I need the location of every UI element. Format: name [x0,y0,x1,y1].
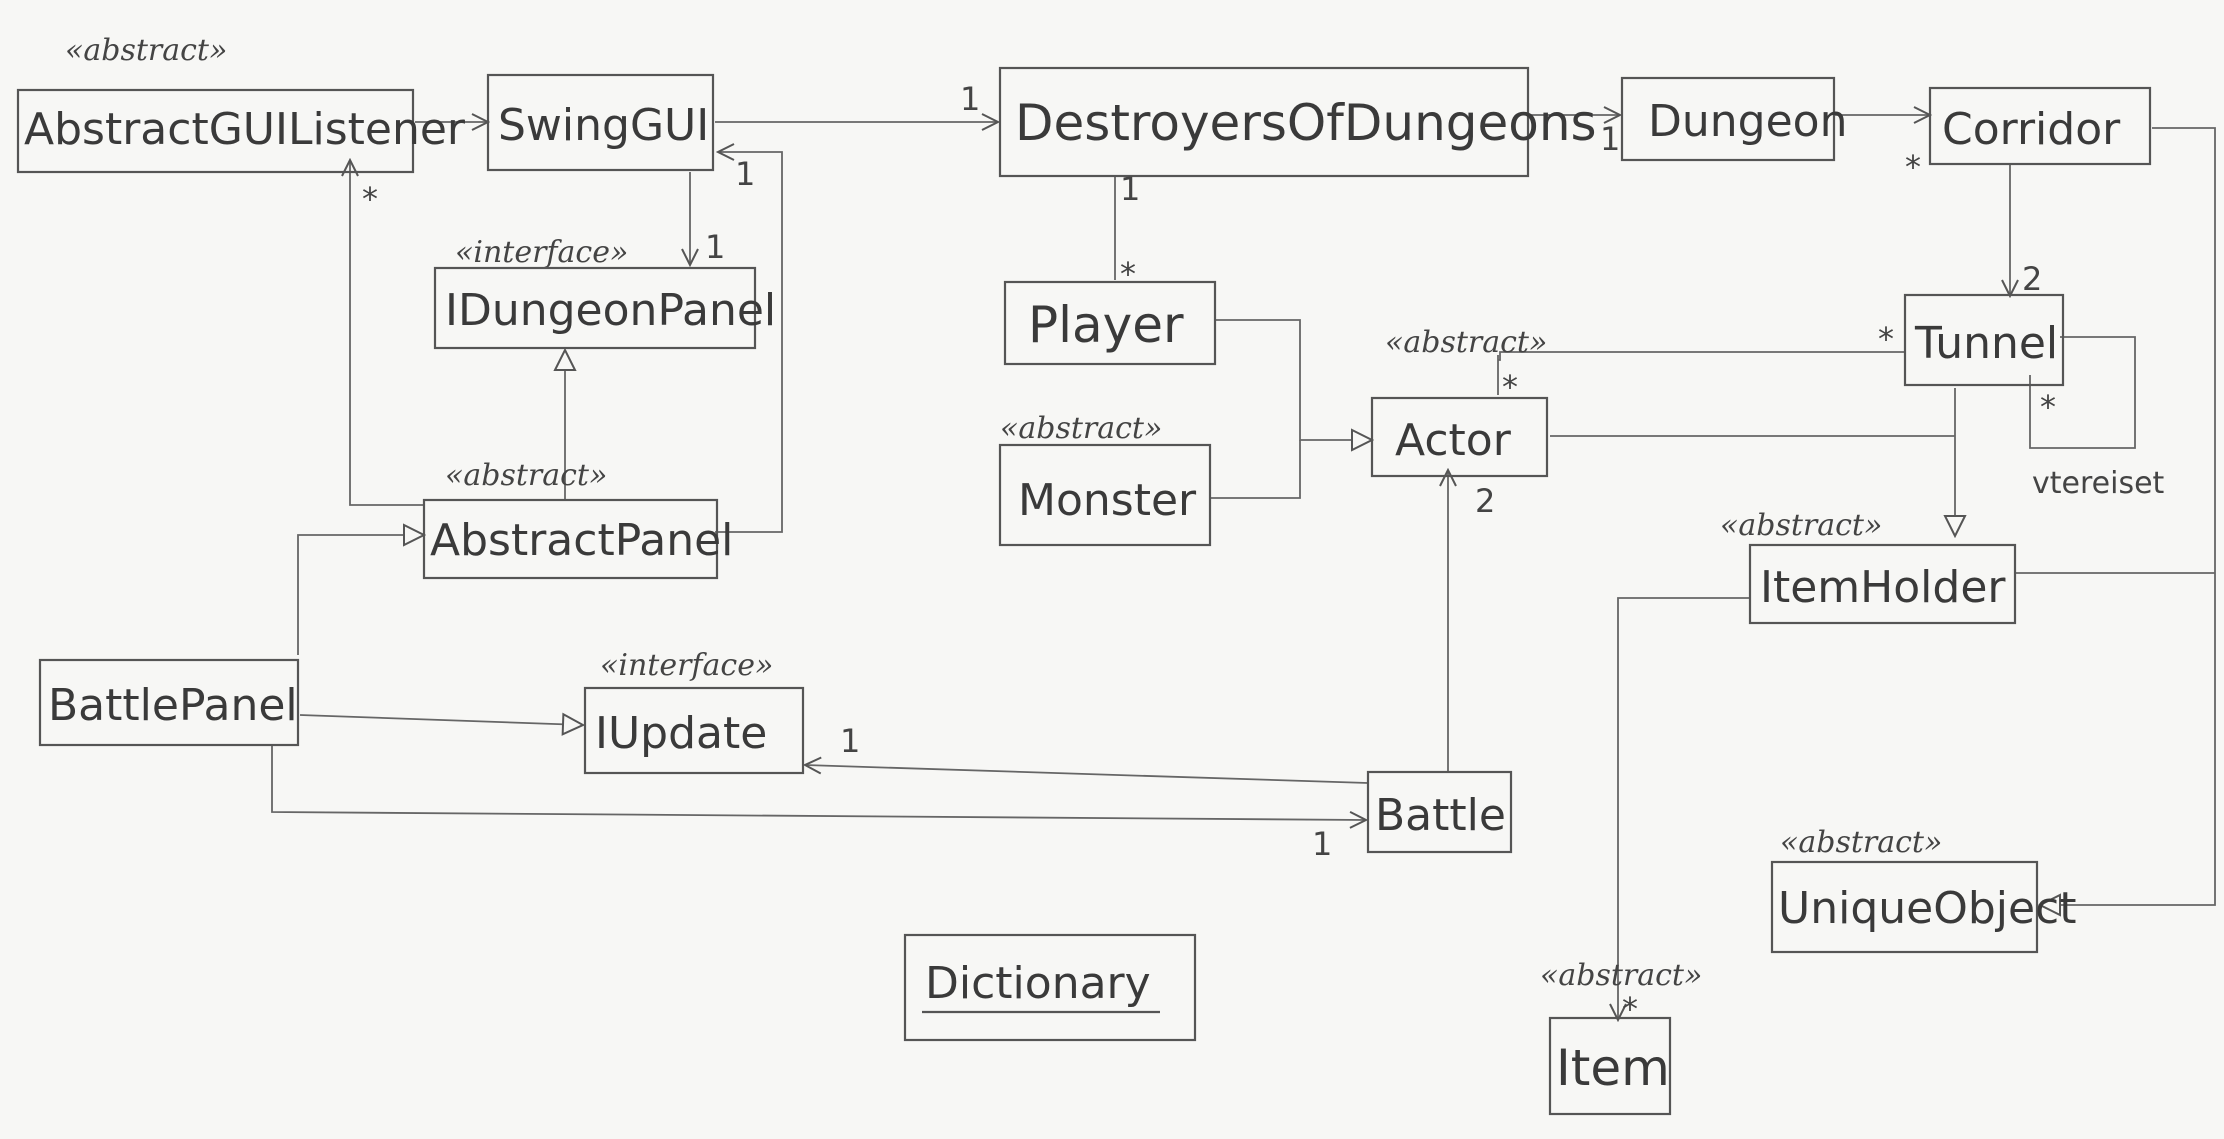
stereotype-label: «interface» [455,235,628,270]
class-name: Actor [1395,415,1512,466]
edge-battlepanel-extends-abstractpanel [297,535,424,655]
class-name: ItemHolder [1760,562,2006,613]
mult-tunnel-side: * [1878,320,1894,358]
class-name: Corridor [1942,104,2121,155]
class-name: Dictionary [925,958,1151,1009]
class-name: Dungeon [1648,96,1847,147]
class-name: IUpdate [595,708,767,759]
class-iupdate: «interface» IUpdate [583,648,805,775]
class-name: Tunnel [1914,318,2058,369]
class-name: Battle [1375,790,1506,841]
class-destroyers-of-dungeons: DestroyersOfDungeons [998,66,1597,178]
class-player: Player [1003,280,1217,366]
class-abstract-gui-listener: «abstract» AbstractGUIListener [16,33,466,174]
multiplicities: 1 1 * * 1 1 1 * 2 * * * 2 1 1 * [362,80,2056,1028]
mult-dod-to-player-top: 1 [1120,170,1140,208]
mult-battle-to-iupdate: 1 [840,722,860,760]
class-name: AbstractGUIListener [24,104,466,155]
mult-corridor-to-tunnel: 2 [2022,260,2042,298]
class-name: Item [1556,1039,1670,1097]
class-name: AbstractPanel [430,515,733,566]
stereotype-label: «interface» [600,648,773,683]
edge-corridor-extends-uniqueobject [2040,127,2216,905]
stereotype-label: «abstract» [1540,958,1702,993]
stereotype-label: «abstract» [445,458,607,493]
class-name: DestroyersOfDungeons [1015,94,1597,152]
class-name: Player [1028,296,1184,354]
class-unique-object: «abstract» UniqueObject [1770,825,2077,954]
stereotype-label: «abstract» [1720,508,1882,543]
class-name: IDungeonPanel [445,285,776,336]
stereotype-label: «abstract» [1000,411,1162,446]
edge-battle-to-iupdate [805,765,1369,784]
class-name: Monster [1018,475,1197,526]
stereotype-label: «abstract» [1385,325,1547,360]
mult-actor-side: * [1502,368,1518,406]
mult-swing-to-dod: 1 [960,80,980,118]
edge-battlepanel-to-battle [271,745,1366,820]
class-dungeon: Dungeon [1620,76,1847,162]
mult-swing-to-idungeon: 1 [705,228,725,266]
edge-panel-to-swinggui [715,152,783,533]
edge-itemholder-to-item [1618,597,1750,1020]
mult-panel-to-battle: 1 [1312,825,1332,863]
class-item: «abstract» Item [1540,958,1702,1116]
edge-monster-extends-actor [1210,440,1301,499]
mult-holder-to-item: * [1622,990,1638,1028]
class-idungeon-panel: «interface» IDungeonPanel [433,235,776,350]
edge-panel-to-listener [350,160,425,506]
mult-tunnel-self: * [2040,388,2056,426]
class-corridor: Corridor [1928,86,2152,166]
class-name: BattlePanel [48,680,298,731]
class-battle: Battle [1366,770,1513,854]
edges [271,115,2216,1020]
class-dictionary: Dictionary [903,933,1197,1042]
stereotype-label: «abstract» [1780,825,1942,860]
edge-player-extends-actor [1215,319,1372,440]
class-tunnel: «abstract» Tunnel [1385,293,2065,387]
tunnel-self-role-label: vtereiset [2032,466,2165,501]
edge-tunnel-self [2029,336,2136,449]
class-battle-panel: BattlePanel [38,658,300,747]
mult-dod-to-dungeon: 1 [1600,120,1620,158]
mult-dungeon-to-corridor: * [1905,148,1921,186]
class-name: UniqueObject [1778,883,2077,934]
mult-dod-to-player-bottom: * [1120,255,1136,293]
class-actor: Actor [1370,396,1549,478]
class-item-holder: «abstract» ItemHolder [1720,508,2017,625]
class-swing-gui: SwingGUI [486,73,715,172]
mult-panel-to-listener: * [362,180,378,218]
stereotype-label: «abstract» [65,33,227,68]
edge-battlepanel-realizes-iupdate [299,715,583,725]
class-name: SwingGUI [498,100,709,151]
class-monster: «abstract» Monster [998,411,1212,547]
edge-tunnel-to-actor [1498,351,1905,361]
mult-panel-to-swing: 1 [735,155,755,193]
mult-battle-to-actor: 2 [1475,482,1495,520]
class-abstract-panel: «abstract» AbstractPanel [422,458,733,580]
